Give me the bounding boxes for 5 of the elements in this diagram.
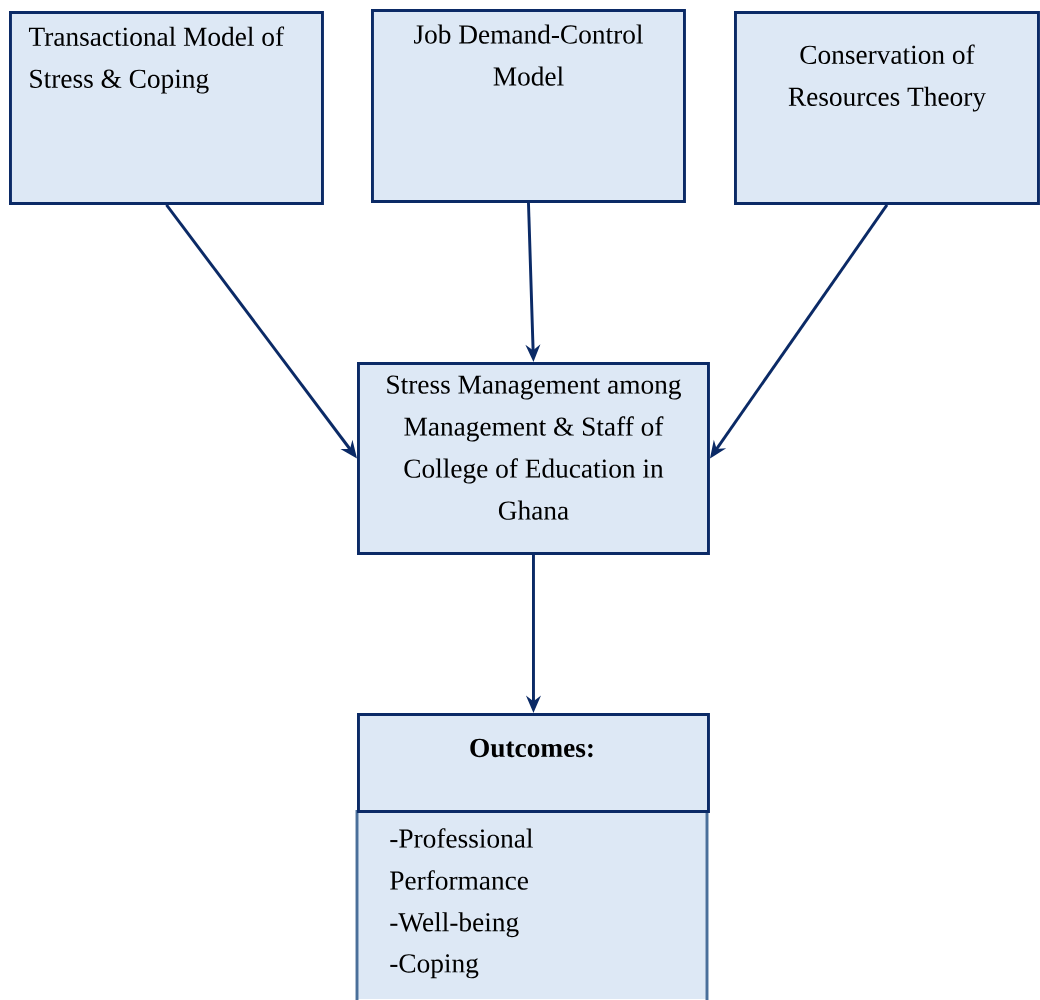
outcome-box: Outcomes: -Professional Performance -Well-being -Coping xyxy=(355,713,710,1000)
theory-box: Transactional Model of Stress & Coping xyxy=(9,11,324,205)
focus-box: Stress Management among Management & Staff of College of Education in Ghana xyxy=(357,362,710,555)
theory-box: Conservation of Resources Theory xyxy=(734,11,1040,205)
theory-box: Job Demand-Control Model xyxy=(371,9,686,203)
